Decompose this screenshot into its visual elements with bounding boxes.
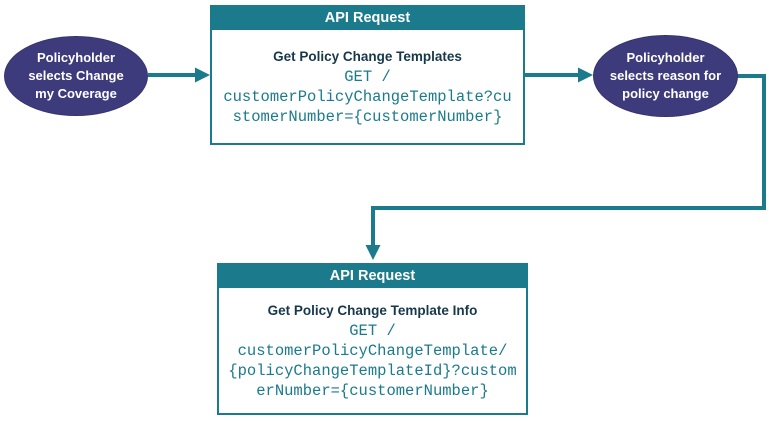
api-request-box-get-template-info: API Request Get Policy Change Template I… <box>217 263 528 415</box>
start-node-policyholder-selects-change: Policyholder selects Change my Coverage <box>4 36 148 116</box>
node-text-line: Policyholder <box>36 50 116 65</box>
endpoint-code-line: customerPolicyChangeTemplate?cu <box>223 87 512 106</box>
arrowhead-icon <box>365 245 381 260</box>
endpoint-code-line: customerPolicyChangeTemplate/ <box>237 341 508 360</box>
node-text-line: Policyholder <box>626 50 705 65</box>
arrowhead-icon <box>195 67 210 83</box>
endpoint-code-line: stomerNumber={customerNumber} <box>232 107 503 126</box>
arrowhead-icon <box>578 67 593 83</box>
endpoint-code-line: GET / <box>344 67 391 86</box>
node-text-line: selects reason for <box>609 68 722 83</box>
api-request-header: API Request <box>219 265 526 288</box>
node-policyholder-selects-reason: Policyholder selects reason for policy c… <box>593 35 738 117</box>
node-text-line: selects Change <box>28 68 124 83</box>
elbow-connector-reason-to-get-template-info <box>365 74 766 260</box>
endpoint-code-line: erNumber={customerNumber} <box>256 381 489 400</box>
api-request-body: Get Policy Change Template Info GET / cu… <box>219 288 526 413</box>
node-text-line: my Coverage <box>35 86 117 101</box>
api-request-header: API Request <box>212 7 523 30</box>
api-request-body: Get Policy Change Templates GET / custom… <box>212 30 523 143</box>
endpoint-code-line: {policyChangeTemplateId}?custom <box>228 361 517 380</box>
arrow-start-to-get-templates <box>148 67 210 83</box>
node-text-line: policy change <box>622 86 709 101</box>
endpoint-code-line: GET / <box>349 321 396 340</box>
api-request-box-get-templates: API Request Get Policy Change Templates … <box>210 5 525 145</box>
endpoint-title: Get Policy Change Template Info <box>267 302 478 318</box>
arrow-get-templates-to-reason <box>525 67 593 83</box>
endpoint-title: Get Policy Change Templates <box>273 48 462 64</box>
